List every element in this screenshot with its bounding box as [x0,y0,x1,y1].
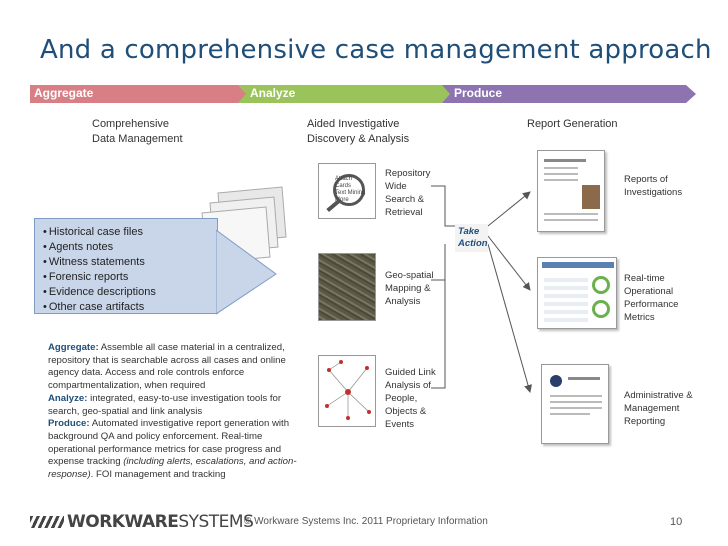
phase-produce-label: Produce [454,86,503,100]
phase-produce-arrow [442,85,696,103]
col2-header-line1: Aided Investigative [307,118,400,130]
case-files-icon [201,186,287,264]
case-artifacts-box: Historical case files Agents notes Witne… [34,218,218,314]
desc-produce-tail: . FOI management and tracking [90,469,226,481]
bullet-item: Evidence descriptions [43,285,217,300]
phase-aggregate-arrow [30,85,248,103]
thumb-word: Cards [335,183,352,189]
col1-header-line1: Comprehensive [92,118,170,130]
admin-report-icon [541,364,609,444]
desc-produce-label: Produce: [48,418,90,430]
thumb-word: Text Mining [335,190,366,196]
col3-header: Report Generation [527,118,618,130]
phase-aggregate: Aggregate [30,85,230,102]
take-action-line1: Take [458,226,480,237]
bullet-item: Agents notes [43,240,217,255]
col2-header-line2: Discovery & Analysis [307,133,410,145]
footer-copyright: © Workware Systems Inc. 2011 Proprietary… [244,516,488,527]
take-action-line2: Action [458,238,488,249]
slide-title: And a comprehensive case management appr… [40,35,712,65]
phase-aggregate-label: Aggregate [34,86,94,100]
investigation-report-icon [537,150,605,232]
magnifier-icon [333,174,365,206]
desc-aggregate-text: Assemble all case material in a centrali… [48,342,286,392]
logo-stripes-icon [30,516,64,528]
phase-analyze-label: Analyze [250,86,296,100]
thumb-word: More [335,197,349,203]
geo-map-thumbnail [318,253,376,321]
search-thumbnail: Attach Cards Text Mining More [318,163,376,219]
take-action-box: Take Action [455,224,488,252]
bullet-item: Witness statements [43,255,217,270]
desc-analyze-label: Analyze: [48,392,88,404]
page-number: 10 [670,516,683,528]
desc-aggregate-label: Aggregate: [48,342,99,353]
desc-analyze-text: integrated, easy-to-use investigation to… [48,392,282,417]
desc-produce-italic: (including alerts, escalations, and acti… [48,456,297,481]
link-graph-thumbnail [318,355,376,427]
desc-produce-text: Automated investigative report generatio… [48,418,290,468]
phase-band [30,85,696,103]
thumb-words: Attach Cards Text Mining More [335,176,365,204]
bullet-item: Historical case files [43,225,217,240]
aggregate-arrow [216,230,277,315]
metrics-dashboard-icon [537,257,617,329]
approach-description: Aggregate: Assemble all case material in… [48,342,298,482]
phase-analyze: Analyze [246,85,436,102]
logo-light-text: SYSTEMS [178,512,254,532]
link-graph-icon [325,360,371,420]
bullet-item: Forensic reports [43,270,217,285]
col2-header: Aided Investigative Discovery & Analysis [307,117,409,147]
bullet-item: Other case artifacts [43,300,217,315]
phase-analyze-arrow [238,85,452,103]
phase-produce: Produce [450,85,650,102]
col1-header-line2: Data Management [92,133,183,145]
logo-bold-text: WORKWARE [67,512,179,532]
col1-header: Comprehensive Data Management [92,117,183,147]
company-logo: WORKWARESYSTEMS [30,512,254,532]
thumb-word: Attach [335,176,353,182]
